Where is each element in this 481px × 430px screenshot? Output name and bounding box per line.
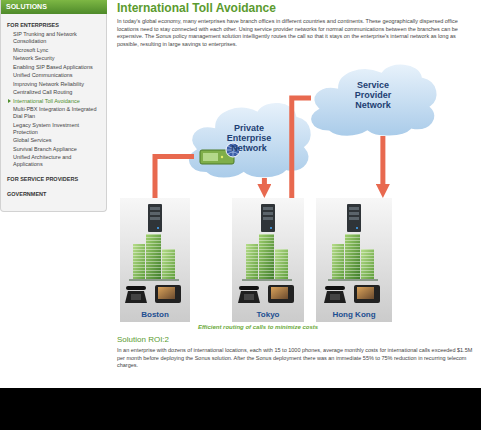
node-label: Tokyo	[257, 310, 280, 320]
nav-item: Unified Architecture and Applications	[7, 154, 99, 168]
network-cloud: Service Provider Network	[304, 54, 442, 142]
sidebar-header-bar: SOLUTIONS	[1, 0, 107, 14]
cloud-outline	[310, 64, 437, 137]
sidebar-panel: SOLUTIONS FOR ENTERPRISES SIP Trunking an…	[0, 0, 107, 212]
figure-caption: Efficient routing of calls to minimize c…	[117, 323, 399, 331]
nav-item: Unified Communications	[7, 72, 99, 79]
nav-item: Centralized Call Routing	[7, 89, 99, 96]
call-route-arrow	[262, 178, 267, 184]
router-led	[221, 156, 223, 158]
boston-site-art	[125, 204, 181, 303]
section-heading: Solution ROI:2	[117, 335, 169, 345]
router-device	[200, 143, 240, 164]
nav-item: Improving Network Reliability	[7, 81, 99, 88]
nav-item: SIP Trunking and Network Consolidation	[7, 31, 99, 45]
network-cloud: Private Enterprise Network	[182, 92, 316, 184]
nav-section: FOR ENTERPRISES	[7, 22, 107, 29]
nav-item: Global Services	[7, 137, 99, 144]
call-route-arrow	[380, 136, 385, 184]
nav-item: Legacy System Investment Protection	[7, 122, 99, 136]
router-panel	[203, 153, 218, 161]
nav-section: FOR SERVICE PROVIDERS	[7, 176, 107, 183]
sidebar-title: SOLUTIONS	[1, 0, 107, 14]
body-paragraph: In today's global economy, many enterpri…	[117, 18, 475, 48]
nav-section: GOVERNMENT	[7, 191, 107, 198]
footer-band	[0, 388, 481, 430]
nav-item: Multi-PBX Integration & Integrated Dial …	[7, 106, 99, 120]
nav-item: Survival Branch Appliance	[7, 146, 99, 153]
node-label: Hong Kong	[332, 310, 375, 320]
globe-grid	[226, 143, 240, 157]
body-paragraph: In an enterprise with dozens of internat…	[117, 347, 475, 370]
nav-item: Network Security	[7, 55, 99, 62]
nav-item: Enabling SIP Based Applications	[7, 64, 99, 71]
router-globe	[226, 143, 240, 157]
nav-item: International Toll Avoidance	[7, 98, 99, 105]
node-label: Service Provider Network	[340, 80, 406, 110]
node-label: Boston	[141, 310, 169, 320]
tokyo-site-art	[238, 204, 294, 303]
call-route-arrow	[155, 156, 194, 198]
call-route-arrow	[292, 98, 311, 198]
node-label: Private Enterprise Network	[216, 123, 282, 153]
nav-item: Microsoft Lync	[7, 47, 99, 54]
page-title: International Toll Avoidance	[117, 1, 276, 16]
sidebar-nav: FOR ENTERPRISES SIP Trunking and Network …	[1, 19, 107, 200]
hongkong-site-art	[324, 204, 380, 303]
